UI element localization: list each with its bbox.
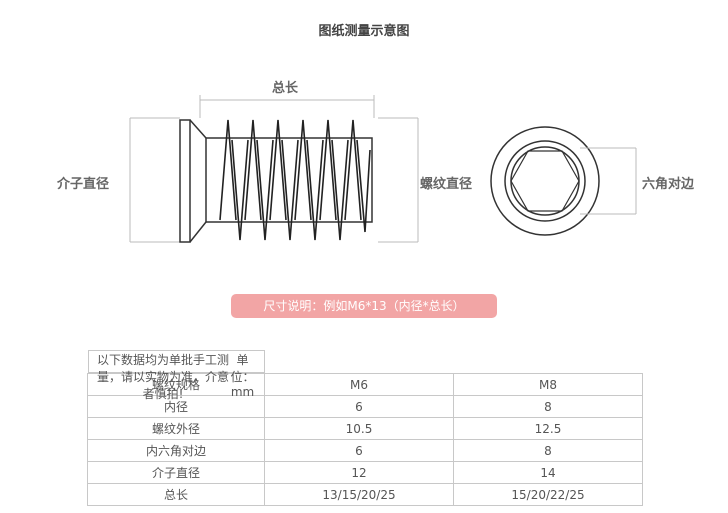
total-length-label: 总长 <box>272 81 299 96</box>
unit-text: 单位：mm <box>230 353 255 399</box>
table-row: 介子直径 12 14 <box>87 461 643 484</box>
m6-value: 6 <box>264 439 454 462</box>
page-title: 图纸测量示意图 <box>318 24 410 39</box>
flange-diameter-label: 介子直径 <box>57 177 110 192</box>
insert-nut-side-view <box>179 119 373 243</box>
m8-value: 14 <box>453 461 643 484</box>
table-notice-row: 以下数据均为单批手工测量，请以实物为准，介意者慎拍! 单位：mm <box>87 350 643 401</box>
m6-value: 12 <box>264 461 454 484</box>
hex-across-flats-label: 六角对边 <box>642 177 695 192</box>
m8-value: 15/20/22/25 <box>453 483 643 506</box>
m8-value: 12.5 <box>453 417 643 440</box>
m6-value: 6 <box>264 395 454 418</box>
row-label: 螺纹规格 <box>87 373 265 396</box>
size-note-pill: 尺寸说明：例如M6*13（内径*总长） <box>231 294 497 318</box>
spec-table: 以下数据均为单批手工测量，请以实物为准，介意者慎拍! 单位：mm 螺纹规格 M6… <box>87 350 643 506</box>
insert-nut-end-view <box>490 126 600 236</box>
m8-value: 8 <box>453 395 643 418</box>
m6-value: M6 <box>264 373 454 396</box>
row-label: 内六角对边 <box>87 439 265 462</box>
m6-value: 10.5 <box>264 417 454 440</box>
measurement-diagram <box>129 95 637 243</box>
table-row: 螺纹外径 10.5 12.5 <box>87 417 643 440</box>
m8-value: 8 <box>453 439 643 462</box>
row-label: 介子直径 <box>87 461 265 484</box>
m8-value: M8 <box>453 373 643 396</box>
table-row: 总长 13/15/20/25 15/20/22/25 <box>87 483 643 506</box>
row-label: 螺纹外径 <box>87 417 265 440</box>
table-row: 螺纹规格 M6 M8 <box>87 373 643 396</box>
table-row: 内六角对边 6 8 <box>87 439 643 462</box>
thread-diameter-label: 螺纹直径 <box>420 177 473 192</box>
table-row: 内径 6 8 <box>87 395 643 418</box>
row-label: 总长 <box>87 483 265 506</box>
m6-value: 13/15/20/25 <box>264 483 454 506</box>
notice-text: 以下数据均为单批手工测量，请以实物为准，介意者慎拍! <box>97 353 230 401</box>
